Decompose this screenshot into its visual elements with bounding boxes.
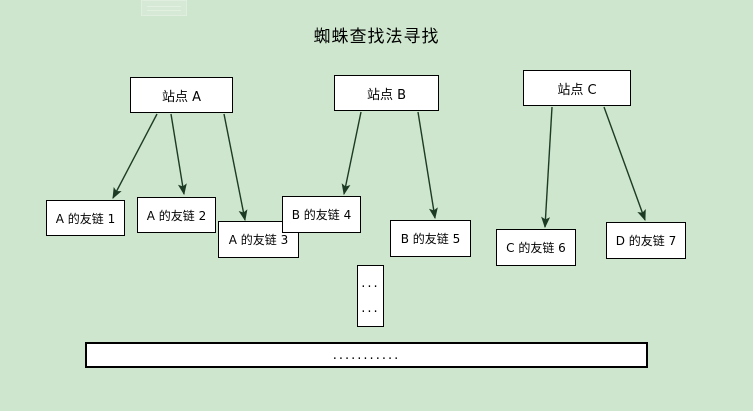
node-label: A 的友链 1 (55, 211, 116, 226)
node-ellipsis-box[interactable]: ... ... (357, 265, 384, 327)
node-site-a[interactable]: 站点 A (130, 77, 233, 113)
ellipsis-line-2: ... (361, 300, 380, 316)
node-label: A 的友链 3 (228, 233, 289, 247)
node-site-c[interactable]: 站点 C (523, 70, 631, 106)
node-link-c6[interactable]: C 的友链 6 (496, 229, 576, 266)
edge-arrow (223, 113, 248, 222)
node-link-b4[interactable]: B 的友链 4 (282, 196, 361, 233)
node-label: 站点 C (557, 82, 597, 98)
node-link-d7[interactable]: D 的友链 7 (606, 222, 686, 259)
node-site-b[interactable]: 站点 B (334, 75, 439, 111)
edge-arrow (417, 111, 438, 220)
node-link-b5[interactable]: B 的友链 5 (390, 220, 471, 257)
window-artifact (141, 0, 187, 16)
node-label: A 的友链 2 (146, 208, 207, 223)
edge-arrow (341, 111, 362, 196)
edge-arrow (112, 113, 158, 199)
edge-arrow (170, 113, 187, 196)
ellipsis-line-1: ... (361, 276, 380, 292)
bottom-bar-label: ........... (332, 347, 401, 363)
node-label: C 的友链 6 (506, 241, 566, 255)
node-label: B 的友链 4 (291, 208, 352, 222)
node-link-a2[interactable]: A 的友链 2 (137, 197, 216, 233)
edge-arrow (541, 106, 553, 229)
edge-arrow (603, 106, 646, 222)
node-bottom-bar[interactable]: ........... (85, 342, 648, 368)
diagram-title: 蜘蛛查找法寻找 (313, 27, 440, 47)
node-label: B 的友链 5 (400, 232, 461, 246)
node-label: 站点 A (161, 89, 202, 105)
node-label: 站点 B (366, 87, 407, 103)
node-link-a1[interactable]: A 的友链 1 (46, 200, 125, 236)
node-label: D 的友链 7 (615, 234, 677, 248)
